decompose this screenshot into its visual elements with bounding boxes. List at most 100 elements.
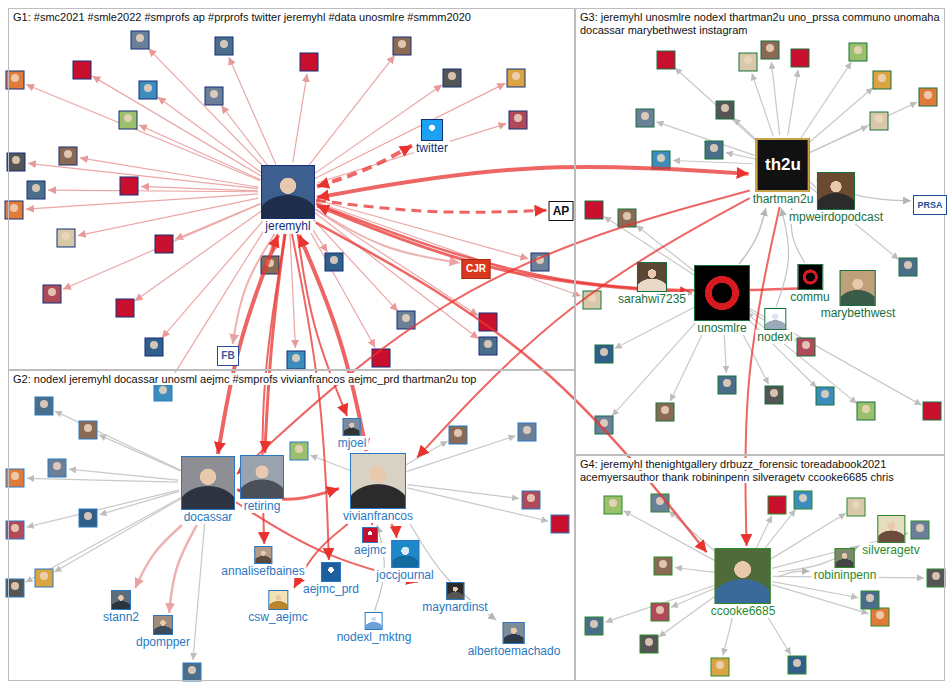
- vertex-icon-face: [852, 501, 860, 509]
- vertex-icon-frame: [154, 383, 172, 401]
- vertex-icon: [911, 521, 929, 539]
- vertex-icon-frame: [119, 111, 137, 129]
- group-heading: G2: nodexl jeremyhl docassar unosml aejm…: [9, 371, 574, 388]
- vertex-icon-frame: [870, 112, 888, 130]
- vertex-icon: [215, 37, 233, 55]
- background-edge: [135, 209, 264, 301]
- avatar-image: [877, 515, 905, 543]
- vertex-icon-face: [527, 494, 535, 502]
- avatar-image: [446, 582, 464, 600]
- background-edge: [762, 509, 796, 552]
- vertex-icon-frame: [791, 49, 809, 67]
- vertex-icon: [131, 31, 149, 49]
- vertex-icon: [923, 402, 941, 420]
- vertex-icon-frame: [768, 496, 786, 514]
- vertex: aejmc: [352, 527, 388, 557]
- vertex-icon-face: [710, 144, 718, 152]
- vertex-icon: [120, 177, 138, 195]
- vertex: dpompper: [134, 615, 192, 649]
- vertex-icon-face: [32, 184, 40, 192]
- vertex-icon-frame: [788, 656, 806, 674]
- vertex-icon-face: [862, 405, 870, 413]
- avatar-image: [350, 453, 406, 509]
- vertex-icon-frame: [654, 557, 672, 575]
- vertex-icon: [73, 61, 91, 79]
- vertex: sarahwi7235: [616, 262, 688, 306]
- vertex-icon-face: [523, 426, 531, 434]
- avatar-image: [111, 590, 131, 610]
- vertex: robininpenn: [812, 548, 879, 582]
- vertex-icon-face: [11, 472, 19, 480]
- network-edge: [265, 234, 285, 453]
- vertex-icon-frame: [290, 442, 308, 460]
- vertex-icon-face: [661, 406, 669, 414]
- vertex-icon: [518, 423, 536, 441]
- group-panel: G1: #smc2021 #smle2022 #smprofs ap #prpr…: [8, 8, 575, 370]
- logo-text: AP: [553, 204, 570, 218]
- vertex-icon-frame: [919, 88, 937, 106]
- vertex-icon: [393, 37, 411, 55]
- background-edge: [810, 126, 868, 153]
- vertex-icon-face: [878, 74, 886, 82]
- vertex-icon-face: [10, 204, 18, 212]
- vertex-icon-frame: [765, 386, 783, 404]
- vertex-icon-face: [295, 445, 303, 453]
- vertex-icon: [43, 285, 61, 303]
- vertex-icon: [765, 386, 783, 404]
- vertex-icon: [816, 387, 834, 405]
- vertex: twitter: [414, 119, 450, 155]
- vertex-label: commu: [788, 290, 831, 304]
- vertex-icon-frame: [794, 491, 812, 509]
- vertex-icon-face: [866, 594, 874, 602]
- vertex-icon: [287, 351, 305, 369]
- vertex-icon: [119, 111, 137, 129]
- background-edge: [221, 106, 269, 169]
- vertex-icon-frame: [139, 81, 157, 99]
- background-edge: [748, 308, 921, 405]
- vertex: docassar: [181, 456, 235, 524]
- network-edge: [317, 146, 412, 187]
- vertex-icon: [797, 338, 815, 356]
- vertex-icon-face: [799, 494, 807, 502]
- group-heading-text: G4: jeremyhl thenightgallery drbuzz_fore…: [580, 458, 894, 483]
- background-edge: [63, 204, 260, 289]
- vertex-icon-face: [124, 114, 132, 122]
- vertex-icon-frame: [59, 147, 77, 165]
- background-edge: [624, 511, 717, 562]
- vertex-icon-frame: [857, 402, 875, 420]
- vertex-icon: [48, 459, 66, 477]
- vertex-icon-frame: [287, 351, 305, 369]
- vertex-icon: [79, 421, 97, 439]
- vertex-icon-face: [854, 46, 862, 54]
- vertex: marybethwest: [819, 270, 898, 320]
- vertex-icon-face: [875, 115, 883, 123]
- background-edge: [293, 74, 307, 163]
- background-edge: [306, 55, 394, 168]
- vertex-icon: [585, 617, 603, 635]
- vertex-icon-frame: [325, 253, 343, 271]
- background-edge: [313, 208, 478, 315]
- vertex-icon-frame: [911, 521, 929, 539]
- network-edge: [237, 190, 750, 474]
- vertex-icon-frame: [116, 299, 134, 317]
- vertex-icon-frame: [923, 402, 941, 420]
- vertex-icon: [449, 426, 467, 444]
- vertex-icon-frame: [657, 51, 675, 69]
- network-edge: [751, 314, 753, 315]
- background-edge: [148, 49, 267, 171]
- vertex-icon-frame: [73, 61, 91, 79]
- vertex-icon: [857, 402, 875, 420]
- network-edge: [316, 223, 707, 553]
- vertex-icon-frame: [797, 338, 815, 356]
- network-edge: [739, 208, 766, 264]
- vertex: nodexl_mktng: [335, 612, 414, 644]
- network-edge: [294, 524, 348, 588]
- vertex-icon-frame: [551, 515, 569, 533]
- vertex-icon-frame: [705, 141, 723, 159]
- vertex-icon-frame: [847, 498, 865, 516]
- vertex-icon-face: [398, 40, 406, 48]
- network-edge: [298, 234, 348, 416]
- avatar-image: th2u: [756, 138, 810, 192]
- vertex-label: unosmlre: [695, 321, 748, 335]
